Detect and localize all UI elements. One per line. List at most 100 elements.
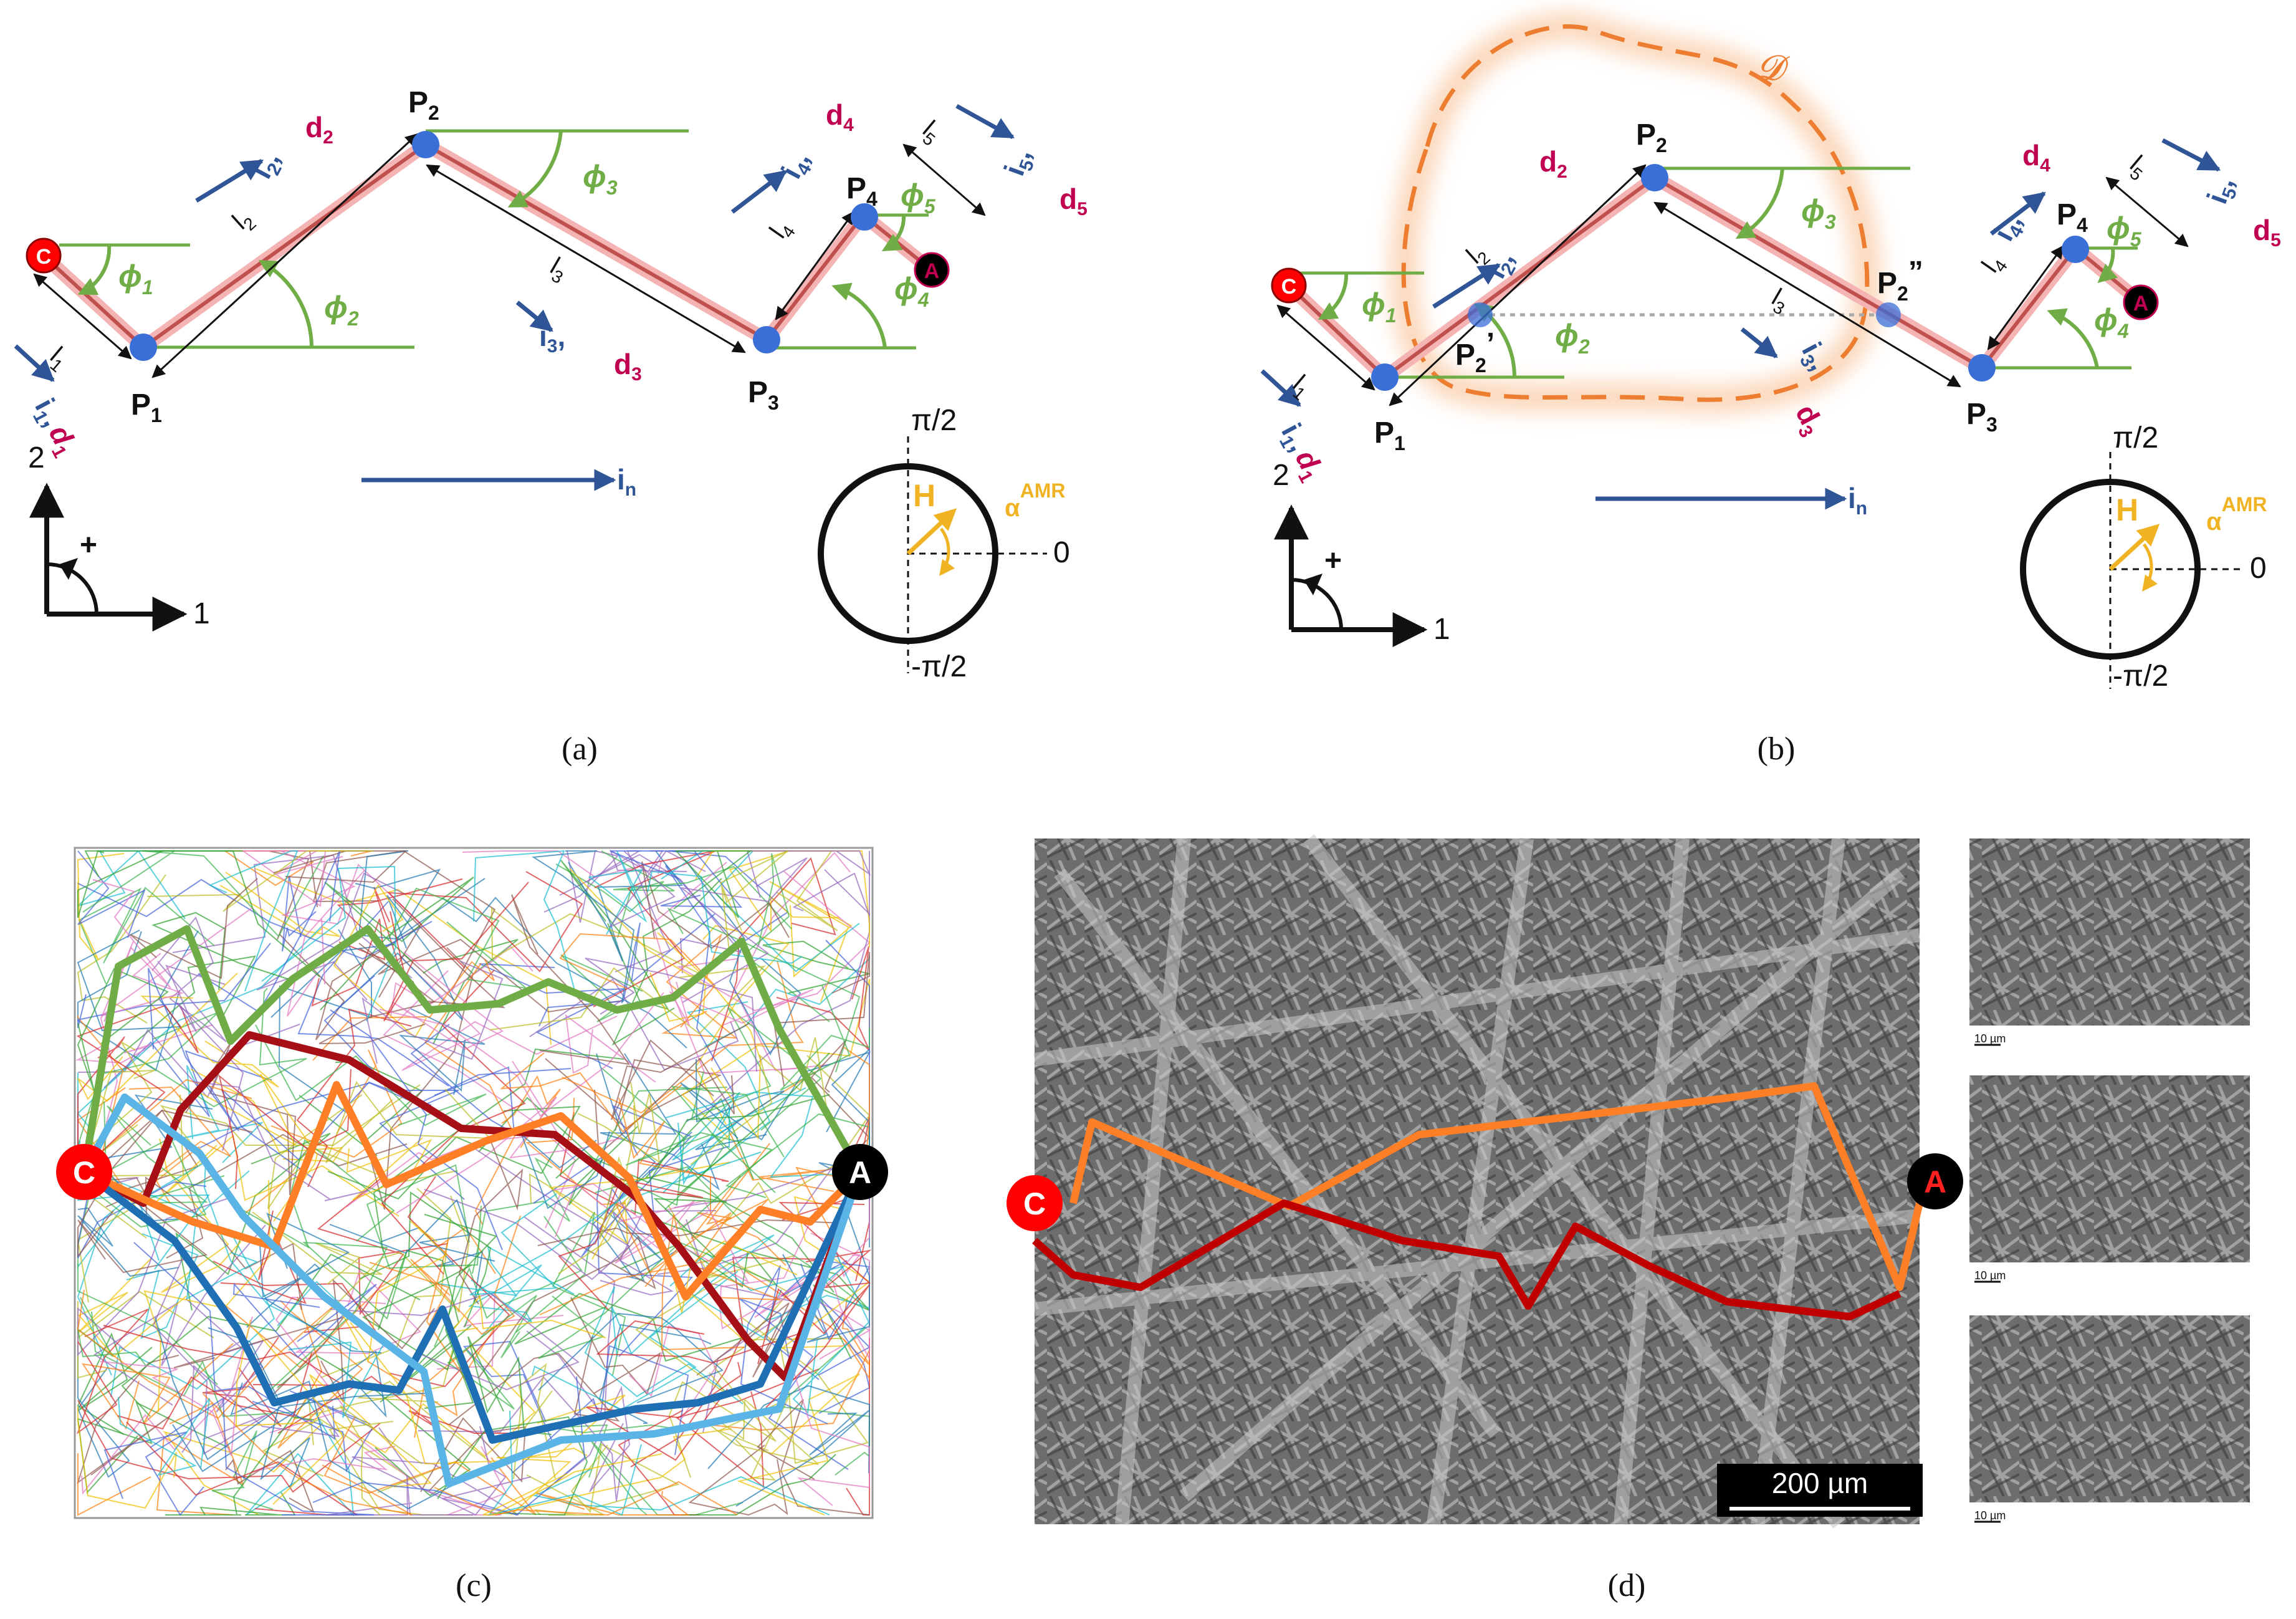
cathode-label-c: C bbox=[73, 1155, 95, 1190]
tangle-fiber bbox=[312, 959, 495, 1061]
sem-thumbnail-1: 10 µm bbox=[1969, 838, 2250, 1047]
tangle-fiber bbox=[128, 1086, 231, 1204]
tangle-fiber bbox=[76, 1309, 149, 1434]
tangle-fiber bbox=[230, 1380, 501, 1510]
tangle-fiber bbox=[255, 1024, 487, 1127]
tangle-fiber bbox=[560, 954, 643, 1022]
tangle-fiber bbox=[318, 943, 436, 1044]
tangle-fiber bbox=[378, 1426, 507, 1516]
tangle-fiber bbox=[103, 1325, 346, 1386]
tangle-fiber bbox=[545, 1385, 631, 1492]
tangle-fiber bbox=[641, 861, 790, 949]
tangle-fiber bbox=[317, 1176, 448, 1315]
svg-text:ϕ4: ϕ4 bbox=[894, 271, 929, 311]
sem-thumbnail-2: 10 µm bbox=[1969, 1075, 2250, 1284]
tangle-fiber bbox=[172, 1350, 387, 1472]
tangle-fiber bbox=[538, 913, 715, 1027]
svg-text:ϕ2: ϕ2 bbox=[324, 290, 359, 330]
tangle-fiber bbox=[447, 1295, 537, 1410]
alpha-amr-label: αAMR bbox=[1005, 479, 1065, 522]
tangle-fiber bbox=[201, 1074, 318, 1222]
tangle-fiber bbox=[320, 877, 474, 1011]
tangle-fiber bbox=[267, 1094, 458, 1209]
tangle-fiber bbox=[380, 1226, 484, 1305]
svg-text:i4,: i4, bbox=[1987, 208, 2032, 248]
tangle-fiber bbox=[560, 860, 670, 1011]
tangle-fiber bbox=[668, 1319, 786, 1478]
red-path bbox=[1032, 1199, 1901, 1320]
svg-text:P4: P4 bbox=[846, 172, 878, 210]
tangle-fiber bbox=[661, 850, 860, 973]
tangle-fiber bbox=[559, 933, 716, 1028]
tangle-fiber bbox=[536, 1491, 691, 1516]
tangle-fiber bbox=[565, 1014, 656, 1083]
tangle-fiber bbox=[568, 850, 683, 962]
tangle-fiber bbox=[532, 850, 635, 1004]
svg-text:d5: d5 bbox=[2253, 214, 2281, 251]
tangle-fiber bbox=[487, 1410, 642, 1516]
tangle-fiber bbox=[241, 850, 343, 907]
tangle-fiber bbox=[356, 1380, 553, 1468]
circle-top-label: π/2 bbox=[911, 404, 957, 437]
tangle-fiber bbox=[773, 951, 870, 1087]
svg-text:P2”: P2” bbox=[1877, 256, 1923, 305]
svg-text:P2: P2 bbox=[408, 86, 439, 124]
circle-zero-label-b: 0 bbox=[2250, 552, 2267, 585]
tangle-fiber bbox=[94, 1094, 213, 1222]
alpha-amr-label-b: αAMR bbox=[2206, 493, 2267, 536]
tangle-fiber bbox=[123, 1161, 358, 1350]
tangle-fiber bbox=[171, 1065, 264, 1163]
tangle-fiber bbox=[151, 911, 294, 991]
svg-text:l3: l3 bbox=[543, 252, 573, 287]
svg-text:d3: d3 bbox=[614, 348, 642, 385]
axis-plus-label-b: + bbox=[1324, 544, 1342, 577]
svg-text:P2’: P2’ bbox=[1455, 327, 1495, 377]
tangle-fiber bbox=[391, 951, 504, 1050]
svg-text:ϕ4: ϕ4 bbox=[2094, 302, 2129, 342]
axis-1-label: 1 bbox=[193, 597, 210, 630]
tangle-fiber bbox=[594, 1057, 735, 1156]
tangle-fiber bbox=[515, 1211, 626, 1376]
tangle-fiber bbox=[270, 868, 441, 1018]
tangle-fiber bbox=[781, 1259, 871, 1341]
tangle-fiber bbox=[126, 1421, 360, 1516]
tangle-fiber bbox=[651, 862, 797, 1075]
tangle-fiber bbox=[595, 1166, 870, 1311]
tangle-fiber bbox=[333, 884, 427, 1039]
svg-text:l4: l4 bbox=[764, 215, 799, 246]
tangle-fiber bbox=[145, 1176, 302, 1310]
panel-c: C A (c) bbox=[56, 847, 888, 1603]
tangle-fiber bbox=[390, 945, 533, 1017]
tangle-fiber bbox=[133, 987, 307, 1108]
axis-2-label: 2 bbox=[28, 441, 45, 474]
tangle-fiber bbox=[610, 850, 743, 908]
tangle-fiber bbox=[220, 1210, 307, 1304]
tangle-fiber bbox=[77, 1400, 381, 1493]
phi-labels: ϕ1 ϕ2 ϕ3 ϕ4 ϕ5 bbox=[118, 159, 936, 330]
tangle-fiber bbox=[647, 870, 803, 964]
tangle-fiber bbox=[743, 853, 830, 1022]
tangle-fiber bbox=[538, 1241, 773, 1359]
tangle-fiber bbox=[208, 850, 299, 992]
svg-text:l2: l2 bbox=[227, 204, 260, 238]
tangle-fiber bbox=[133, 1242, 336, 1440]
tangle-fiber bbox=[735, 1410, 870, 1507]
svg-text:d2: d2 bbox=[305, 111, 333, 148]
svg-text:in: in bbox=[1848, 482, 1867, 519]
tangle-fiber bbox=[473, 850, 576, 993]
tangle-fiber bbox=[77, 1257, 187, 1358]
caption-b: (b) bbox=[1758, 731, 1796, 767]
h-label: H bbox=[913, 478, 935, 513]
tangle-fiber bbox=[146, 850, 373, 912]
cathode-label-b: C bbox=[1281, 275, 1297, 299]
axis-plus-label: + bbox=[80, 529, 97, 562]
tangle-fiber bbox=[121, 1253, 421, 1417]
h-label-b: H bbox=[2116, 492, 2138, 527]
tangle-fiber bbox=[287, 870, 365, 1017]
svg-text:P3: P3 bbox=[748, 376, 779, 414]
tangle-fiber bbox=[410, 1024, 515, 1135]
tangle-fiber bbox=[77, 1297, 147, 1367]
tangle-fiber bbox=[346, 1137, 433, 1201]
tangle-fiber bbox=[77, 968, 169, 1092]
tangle-fiber bbox=[100, 1361, 237, 1456]
